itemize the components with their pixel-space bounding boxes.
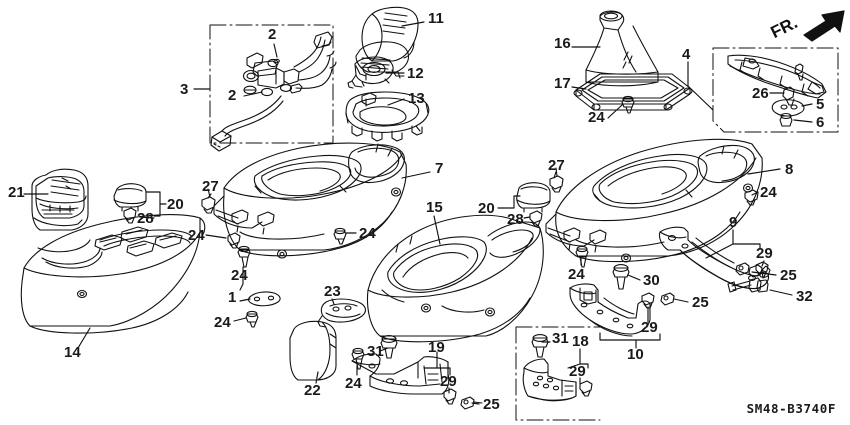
clip-29-front-left xyxy=(443,388,457,405)
callout-28-center: 28 xyxy=(507,211,524,228)
screw-25-above-32 xyxy=(735,262,750,276)
callout-13: 13 xyxy=(408,90,425,107)
console-latch-striker xyxy=(317,298,367,328)
arrow-up-right-icon xyxy=(803,10,845,42)
callout-11: 11 xyxy=(428,10,444,27)
clip-24-left xyxy=(227,232,241,249)
screw-24-clamp xyxy=(245,310,259,328)
console-bracket-front-right xyxy=(522,358,577,402)
callout-8: 8 xyxy=(785,161,794,178)
clip-26 xyxy=(782,86,795,106)
console-upper-rear-trim xyxy=(355,6,419,81)
bolt-31-right xyxy=(531,334,549,358)
clip-28-center xyxy=(529,210,543,227)
group-3-boundary xyxy=(209,24,334,144)
callout-20-center: 20 xyxy=(478,200,495,217)
armrest-pad xyxy=(289,320,337,381)
screw-25-right xyxy=(748,264,763,278)
group-18-boundary xyxy=(515,326,601,421)
callout-29-front-left: 29 xyxy=(440,373,457,390)
switch-assembly-20-left xyxy=(113,183,147,212)
part-number: SM48-B3740F xyxy=(746,401,836,416)
callout-29-bracket-rear: 29 xyxy=(641,319,658,336)
callout-29-bracket-center: 29 xyxy=(756,245,773,262)
console-body-right xyxy=(545,138,763,263)
shift-cable-switch-assembly xyxy=(210,31,337,152)
ashtray-cup-holder xyxy=(347,56,394,89)
callout-26: 26 xyxy=(752,85,769,102)
console-body-left xyxy=(20,214,206,334)
console-lid-armrest-left xyxy=(31,168,89,231)
console-bracket-center xyxy=(658,226,771,290)
parking-brake-cover-assembly xyxy=(727,54,827,99)
bolt-32 xyxy=(727,277,769,293)
callout-1: 1 xyxy=(228,289,237,306)
callout-18: 18 xyxy=(572,333,589,350)
callout-12: 12 xyxy=(407,65,424,82)
screw-24-boot xyxy=(621,95,635,114)
callout-7: 7 xyxy=(435,160,444,177)
leader-lines xyxy=(23,21,813,405)
callout-30: 30 xyxy=(643,272,660,289)
callout-28-left: 28 xyxy=(137,210,154,227)
callout-23: 23 xyxy=(324,283,341,300)
screw-detail xyxy=(794,63,804,81)
callout-25-bracket-rear: 25 xyxy=(692,294,709,311)
callout-3: 3 xyxy=(180,81,189,98)
callout-24-left: 24 xyxy=(188,227,205,244)
console-bracket-rear xyxy=(569,283,651,337)
callout-27-center: 27 xyxy=(548,157,565,174)
screw-25-front-left xyxy=(460,396,483,410)
screw-25-bracket-rear xyxy=(660,292,675,306)
callout-15: 15 xyxy=(426,199,443,216)
callout-21: 21 xyxy=(8,184,25,201)
callout-31-right: 31 xyxy=(552,330,569,347)
clip-29-front-right xyxy=(579,380,593,397)
bracket-5 xyxy=(771,99,805,117)
bolt-30 xyxy=(612,264,630,290)
callout-32: 32 xyxy=(796,288,813,305)
front-orientation-marker: FR. xyxy=(768,2,848,46)
callout-25-front-left: 25 xyxy=(483,396,500,413)
callout-4: 4 xyxy=(682,46,691,63)
callout-6: 6 xyxy=(816,114,825,131)
callout-24-vertical: 24 xyxy=(231,267,248,284)
callout-2-bottom: 2 xyxy=(228,87,237,104)
callout-20-left: 20 xyxy=(167,196,184,213)
callout-24-boot: 24 xyxy=(588,109,605,126)
console-panel-bezel xyxy=(345,91,430,142)
callout-24-under-7: 24 xyxy=(359,225,376,242)
callout-22: 22 xyxy=(304,382,321,399)
group-4-boundary xyxy=(712,47,839,133)
callout-5: 5 xyxy=(816,96,825,113)
clamp-1 xyxy=(248,291,281,307)
shift-boot xyxy=(585,10,659,87)
callout-25-right: 25 xyxy=(780,267,797,284)
callout-24-right: 24 xyxy=(760,184,777,201)
screw-24-under-7 xyxy=(333,227,347,245)
callout-16: 16 xyxy=(554,35,571,52)
screw-24-below-8 xyxy=(575,245,589,268)
callout-31-left: 31 xyxy=(367,343,384,360)
console-center-upper xyxy=(213,142,407,259)
callout-27-left: 27 xyxy=(202,178,219,195)
console-bracket-front-left xyxy=(351,353,450,395)
callout-29-front-right: 29 xyxy=(569,363,586,380)
callout-24-below-8: 24 xyxy=(568,266,585,283)
callout-24-clamp: 24 xyxy=(214,314,231,331)
callout-19: 19 xyxy=(428,339,445,356)
callout-24-near-31: 24 xyxy=(345,375,362,392)
callout-10: 10 xyxy=(627,346,644,363)
bolt-31-left xyxy=(380,335,398,359)
switch-assembly-20-center xyxy=(516,182,551,213)
clip-28-left xyxy=(123,207,137,224)
clip-24-right xyxy=(744,189,759,206)
callout-9: 9 xyxy=(729,214,738,231)
callout-2-top: 2 xyxy=(268,26,277,43)
grommet-6 xyxy=(779,112,793,127)
console-rear-body xyxy=(366,214,544,343)
callout-14: 14 xyxy=(64,344,81,361)
callout-17: 17 xyxy=(554,75,571,92)
